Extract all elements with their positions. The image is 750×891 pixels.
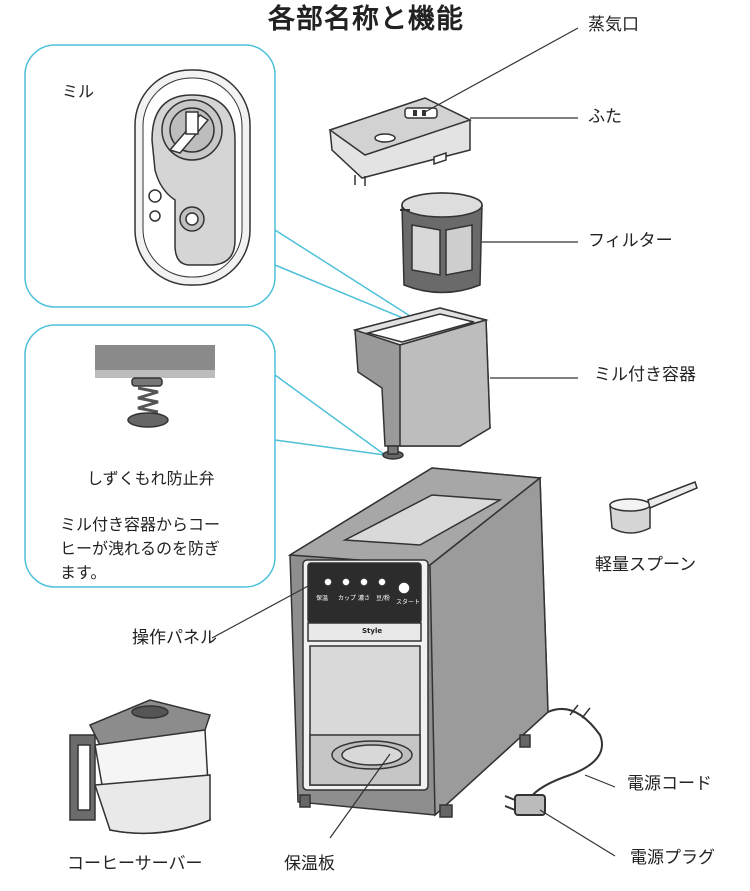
panel-button-keep-warm: 保温 [316,595,329,602]
label-filter: フィルター [588,231,673,251]
valve-detail-illustration [95,345,215,428]
leader-lines [211,27,616,857]
label-coffee-server: コーヒーサーバー [67,854,203,874]
label-control-panel: 操作パネル [132,628,217,648]
callout-mill-label: ミル [62,82,95,101]
panel-button-cup: カップ [338,595,357,602]
label-mill-container: ミル付き容器 [594,365,696,385]
label-warming-plate: 保温板 [284,854,335,874]
mill-container-illustration [352,307,491,460]
lid-illustration [328,97,472,186]
panel-button-bean-powder: 豆/粉 [376,595,391,602]
callout-valve-label: しずくもれ防止弁 [87,469,215,488]
page-title: 各部名称と機能 [268,4,464,35]
label-steam-outlet: 蒸気口 [588,15,639,35]
power-cord-illustration [504,704,603,816]
coffee-maker-illustration [287,467,549,818]
mill-detail-illustration [134,69,251,286]
callout-valve-desc-line3: ます。 [60,563,107,582]
brand-logo: Style [362,627,383,635]
label-lid: ふた [588,107,622,127]
label-measuring-spoon: 軽量スプーン [595,555,697,575]
filter-illustration [400,192,483,294]
panel-button-strength: 濃さ [358,595,371,602]
callout-valve-desc-line2: ヒーが洩れるのを防ぎ [60,539,221,558]
label-power-cord: 電源コード [627,774,712,794]
coffee-server-illustration [69,699,211,835]
spoon-illustration [609,481,698,534]
callout-valve-desc-line1: ミル付き容器からコー [60,515,221,534]
panel-button-start: スタート [396,599,421,606]
valve-callout [24,324,386,588]
label-power-plug: 電源プラグ [630,848,715,868]
